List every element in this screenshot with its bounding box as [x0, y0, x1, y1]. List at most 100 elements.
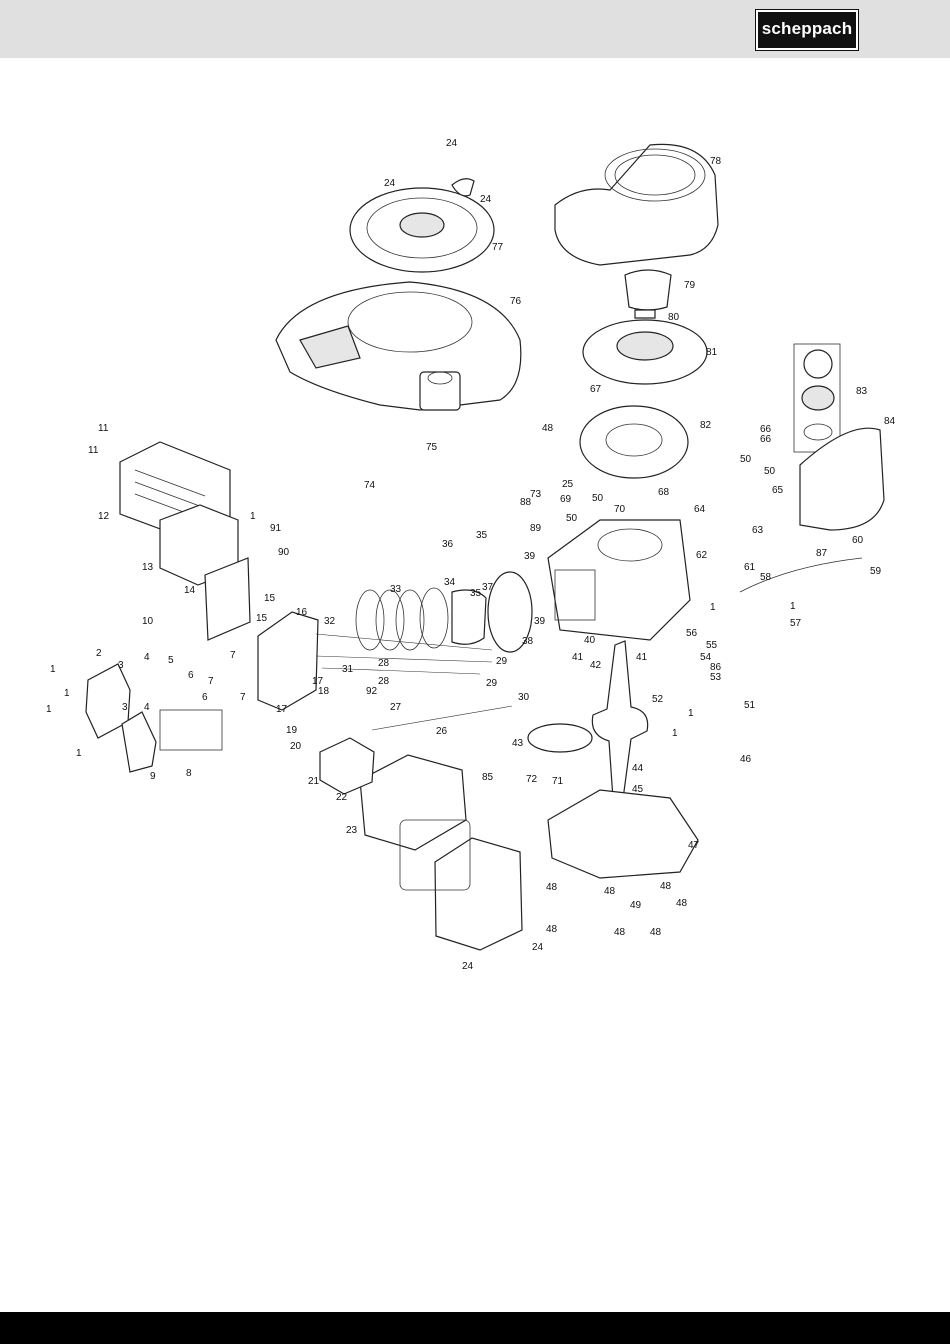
callout: 54 — [700, 652, 712, 663]
callout: 89 — [530, 523, 542, 534]
callout: 17 — [276, 704, 288, 715]
callout: 31 — [342, 664, 354, 675]
callout: 14 — [184, 585, 196, 596]
brand-logo: scheppach — [756, 10, 858, 50]
callout: 1 — [250, 511, 256, 522]
callout: 18 — [318, 686, 330, 697]
callout: 76 — [510, 296, 522, 307]
callout: 19 — [286, 725, 298, 736]
callout: 25 — [562, 479, 574, 490]
cylinder-head — [257, 611, 319, 711]
callout: 1 — [64, 688, 70, 699]
callout: 16 — [296, 607, 308, 618]
callout: 27 — [390, 702, 402, 713]
callout: 74 — [364, 480, 376, 491]
callout: 15 — [264, 593, 276, 604]
fuel-line — [739, 557, 863, 593]
callout: 22 — [336, 792, 348, 803]
callout: 35 — [470, 588, 482, 599]
recoil-starter — [349, 178, 495, 273]
callout: 20 — [290, 741, 302, 752]
callout: 36 — [442, 539, 454, 550]
callout: 4 — [144, 652, 150, 663]
callout: 24 — [532, 942, 544, 953]
callout: 6 — [188, 670, 194, 681]
callout: 85 — [482, 772, 494, 783]
crankcase-cover — [547, 789, 699, 879]
callout: 4 — [144, 702, 150, 713]
callout: 28 — [378, 658, 390, 669]
blower-housing — [275, 281, 522, 411]
callout: 42 — [590, 660, 602, 671]
callout: 51 — [744, 700, 756, 711]
callout: 60 — [852, 535, 864, 546]
callout: 48 — [614, 927, 626, 938]
callout: 8 — [186, 768, 192, 779]
callout: 50 — [566, 513, 578, 524]
rocker-box — [159, 709, 223, 751]
callout: 65 — [772, 485, 784, 496]
callout: 10 — [142, 616, 154, 627]
callout: 48 — [542, 423, 554, 434]
callout: 66 — [760, 424, 772, 435]
callout: 13 — [142, 562, 154, 573]
callout: 63 — [752, 525, 764, 536]
piston-rings — [355, 587, 487, 651]
callout: 52 — [652, 694, 664, 705]
callout: 12 — [98, 511, 110, 522]
callout: 86 — [710, 662, 722, 673]
callout: 48 — [546, 924, 558, 935]
callout: 29 — [496, 656, 508, 667]
valve-cover-gasket — [121, 711, 157, 773]
muffler-gasket — [204, 557, 251, 641]
callout: 11 — [88, 445, 99, 456]
callout: 50 — [740, 454, 752, 465]
callout: 80 — [668, 312, 680, 323]
callout: 81 — [706, 347, 718, 358]
air-filter-element — [399, 819, 471, 891]
flywheel-ring — [579, 405, 689, 479]
callout: 71 — [552, 776, 564, 787]
callout: 28 — [378, 676, 390, 687]
callout: 24 — [446, 138, 458, 149]
callout: 57 — [790, 618, 802, 629]
flywheel — [582, 309, 708, 385]
callout: 17 — [312, 676, 324, 687]
callout: 41 — [572, 652, 584, 663]
callout: 48 — [604, 886, 616, 897]
callout: 1 — [76, 748, 82, 759]
callout: 40 — [584, 635, 596, 646]
callout: 79 — [684, 280, 696, 291]
callout: 66 — [760, 434, 772, 445]
callout: 83 — [856, 386, 868, 397]
callout: 41 — [636, 652, 648, 663]
callout: 7 — [240, 692, 246, 703]
callout: 61 — [744, 562, 756, 573]
callout: 50 — [592, 493, 604, 504]
callout: 30 — [518, 692, 530, 703]
callout: 21 — [308, 776, 320, 787]
air-filter-base — [359, 754, 467, 851]
callout: 48 — [650, 927, 662, 938]
callout: 64 — [694, 504, 706, 515]
callout: 29 — [486, 678, 498, 689]
callout: 15 — [256, 613, 268, 624]
callout: 24 — [462, 961, 474, 972]
callout: 45 — [632, 784, 644, 795]
callout: 24 — [384, 178, 396, 189]
callout: 48 — [546, 882, 558, 893]
callout: 37 — [482, 582, 494, 593]
callout: 26 — [436, 726, 448, 737]
callout: 11 — [98, 423, 109, 434]
footer-bar — [0, 1312, 950, 1344]
callout: 68 — [658, 487, 670, 498]
callout: 50 — [764, 466, 776, 477]
callout: 82 — [700, 420, 712, 431]
callout: 75 — [426, 442, 438, 453]
callout: 55 — [706, 640, 718, 651]
callout: 34 — [444, 577, 456, 588]
callout: 39 — [524, 551, 536, 562]
callout: 7 — [208, 676, 214, 687]
crankcase — [547, 519, 691, 641]
callout: 58 — [760, 572, 772, 583]
